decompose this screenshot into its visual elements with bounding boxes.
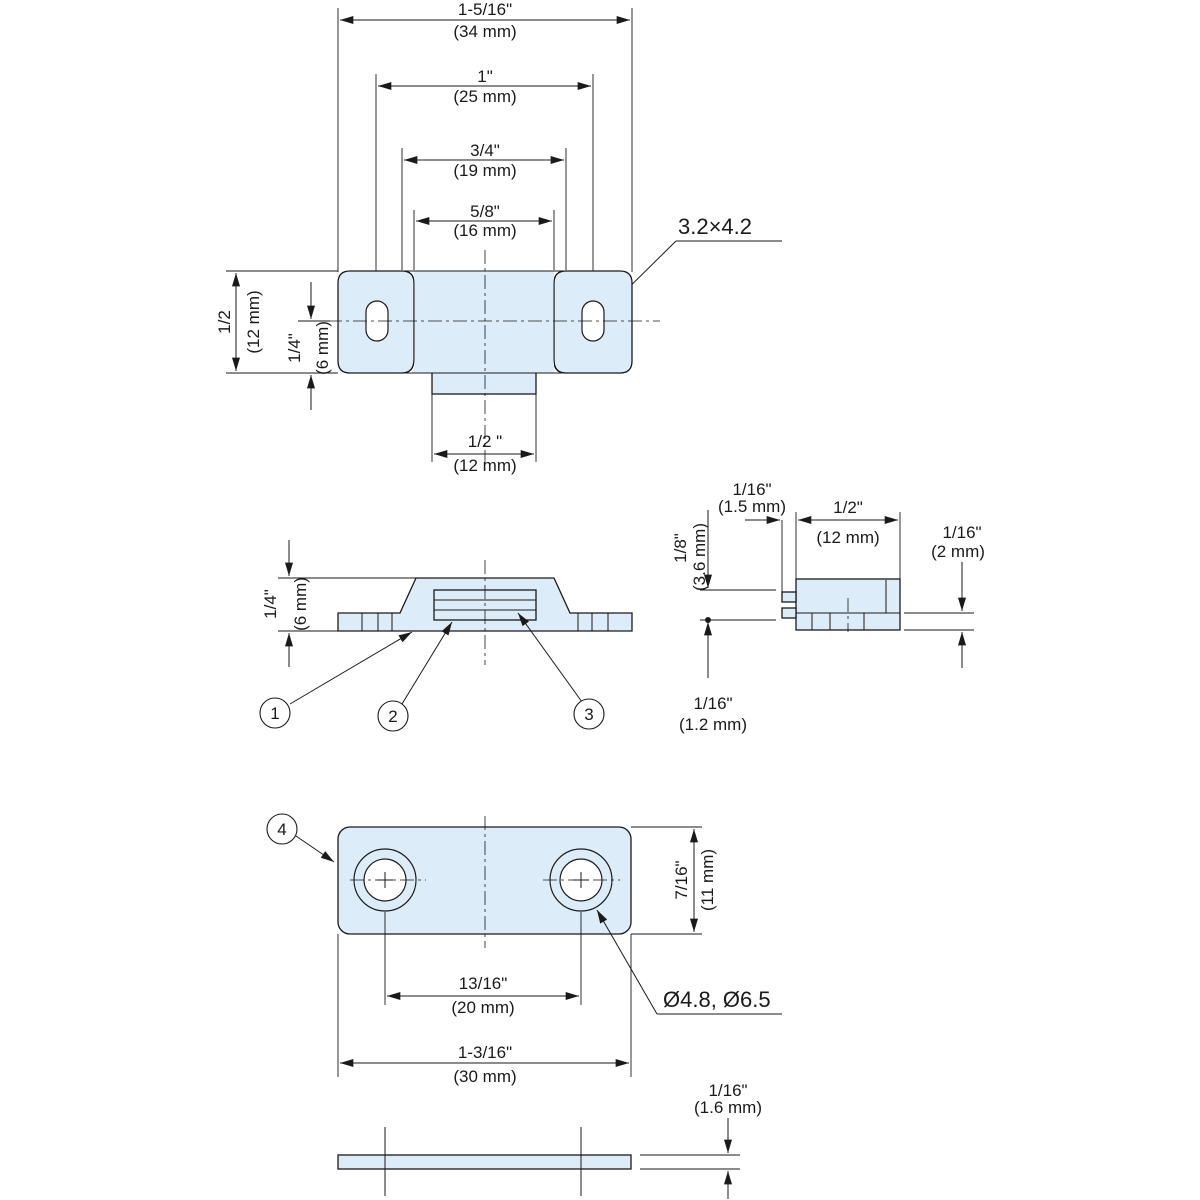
- side-depth-metric: (12 mm): [816, 528, 879, 547]
- boss-width-imperial: 1/2 ": [468, 432, 502, 451]
- callout-bubble-1: [259, 697, 291, 729]
- strike-plate: [337, 826, 632, 935]
- strike-hole-spacing-metric: (20 mm): [451, 998, 514, 1017]
- slot-size-label: 3.2×4.2: [678, 214, 752, 239]
- strike-width-imperial: 1-3/16": [458, 1043, 512, 1062]
- catch-boss: [431, 371, 537, 395]
- front-height-imperial: 1/4": [261, 589, 280, 619]
- side-tab-bottom: [781, 607, 797, 619]
- hole-size-leader: [596, 909, 658, 1015]
- strike-thickness-imperial: 1/16": [708, 1081, 747, 1100]
- side-offset-imperial: 1/16": [942, 523, 981, 542]
- boss-width-metric: (12 mm): [453, 456, 516, 475]
- side-base-imperial: 1/16": [693, 694, 732, 713]
- callout-3: 3: [584, 705, 593, 724]
- front-view: 1/4" (6 mm) 1 2 3: [259, 540, 633, 732]
- inner-width-metric: (19 mm): [453, 161, 516, 180]
- strike-hole-spacing-imperial: 13/16": [459, 974, 508, 993]
- side-height-imperial: 1/8": [671, 533, 690, 563]
- height-imperial: 1/2: [215, 310, 234, 334]
- height-metric: (12 mm): [244, 290, 263, 353]
- half-height-metric: (6 mm): [313, 321, 332, 375]
- side-offset-metric: (2 mm): [931, 542, 985, 561]
- hole-spacing-imperial: 1": [477, 67, 493, 86]
- top-view: 1-5/16" (34 mm) 1" (25 mm) 3/4" (19 mm) …: [215, 0, 782, 475]
- inner-width-imperial: 3/4": [470, 141, 500, 160]
- callout-2: 2: [388, 707, 397, 726]
- catch-body: [414, 271, 554, 373]
- hole-spacing-metric: (25 mm): [453, 87, 516, 106]
- center-width-metric: (16 mm): [453, 221, 516, 240]
- callout-bubble-3: [573, 698, 605, 730]
- callout-bubble-4: [266, 813, 298, 845]
- strike-height-metric: (11 mm): [698, 849, 717, 911]
- side-gap-imperial: 1/16": [732, 480, 771, 499]
- callout-1: 1: [270, 704, 279, 723]
- center-width-imperial: 5/8": [470, 202, 500, 221]
- callout-bubble-2: [377, 700, 409, 732]
- strike-edge-view: 1/16" (1.6 mm): [337, 1081, 762, 1199]
- front-height-metric: (6 mm): [291, 577, 310, 631]
- side-gap-metric: (1.5 mm): [718, 497, 786, 516]
- strike-thickness-metric: (1.6 mm): [694, 1098, 762, 1117]
- strike-plate-edge: [337, 1154, 632, 1170]
- side-base-metric: (1.2 mm): [679, 715, 747, 734]
- overall-width-metric: (34 mm): [453, 22, 516, 41]
- hole-size-label: Ø4.8, Ø6.5: [663, 987, 771, 1012]
- side-view: 1/16" (1.5 mm) 1/2" (12 mm) 1/8" (3.6 mm…: [671, 480, 985, 734]
- overall-width-imperial: 1-5/16": [458, 0, 512, 19]
- strike-height-imperial: 7/16": [672, 860, 691, 899]
- side-height-metric: (3.6 mm): [690, 523, 709, 591]
- side-tab-top: [781, 591, 797, 603]
- side-depth-imperial: 1/2": [833, 498, 863, 517]
- strike-width-metric: (30 mm): [453, 1067, 516, 1086]
- half-height-imperial: 1/4": [285, 333, 304, 363]
- callout-4: 4: [277, 820, 286, 839]
- strike-plate-view: 4 13/16" (20 mm) 1-3/16" (30 mm) 7/16" (…: [266, 813, 782, 1086]
